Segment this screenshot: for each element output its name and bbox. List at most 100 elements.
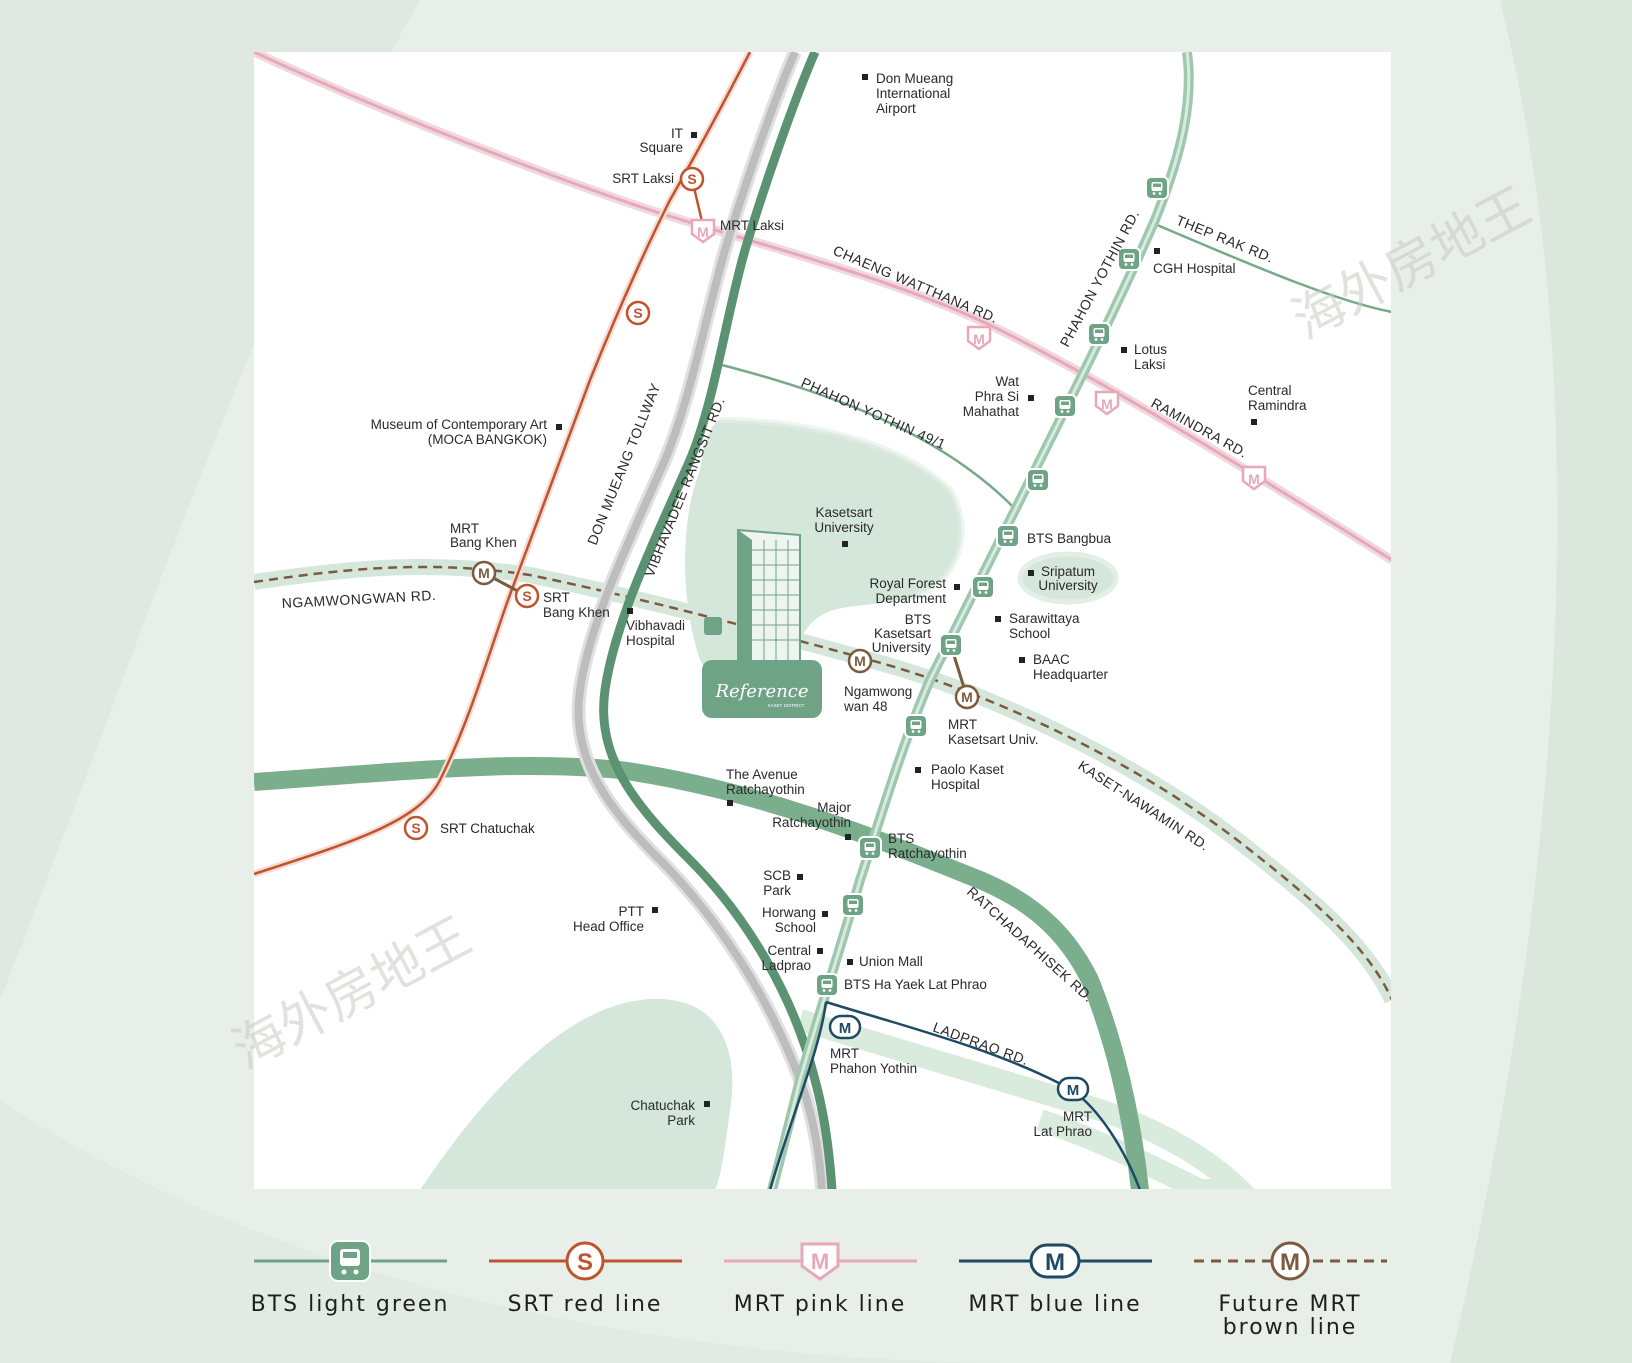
place-label: CGH Hospital xyxy=(1153,261,1236,276)
background-leaf xyxy=(0,1100,1000,1363)
place-label: MRT Laksi xyxy=(720,218,784,233)
svg-text:M: M xyxy=(811,1249,829,1274)
srt-station-icon[interactable]: S xyxy=(514,583,540,609)
svg-text:M: M xyxy=(1248,471,1260,487)
legend-label: SRT red line xyxy=(508,1292,663,1317)
srt-station-icon[interactable]: S xyxy=(679,166,705,192)
svg-text:M: M xyxy=(1101,396,1113,412)
legend-item-srt: S SRT red line xyxy=(489,1241,682,1317)
bts-light-green-line xyxy=(770,52,1191,1189)
svg-text:M: M xyxy=(1280,1249,1300,1276)
legend: BTS light green S SRT red line M MRT pin… xyxy=(251,1240,1387,1340)
bts-station-icon[interactable] xyxy=(858,836,882,860)
srt-icon xyxy=(565,1241,605,1281)
svg-text:M: M xyxy=(961,689,973,705)
mrt-brown-station-icon[interactable]: M xyxy=(847,648,873,674)
place-label: Museum of Contemporary Art(MOCA BANGKOK) xyxy=(371,417,548,447)
legend-label: MRT blue line xyxy=(968,1292,1141,1317)
mrt-pink-station-icon[interactable]: M xyxy=(1094,390,1120,416)
srt-red-line xyxy=(254,52,752,876)
mrt-blue-line-south xyxy=(768,1001,828,1189)
svg-text:M: M xyxy=(478,565,490,581)
mrt-brown-station-icon[interactable]: M xyxy=(471,560,497,586)
svg-text:S: S xyxy=(411,820,420,836)
bts-station-icon[interactable] xyxy=(996,524,1020,548)
svg-text:S: S xyxy=(633,305,642,321)
mrt-brown-station-icon[interactable]: M xyxy=(954,684,980,710)
sripatum-park xyxy=(1017,551,1119,605)
mrt-pink-station-icon[interactable]: M xyxy=(690,218,716,244)
svg-text:M: M xyxy=(697,224,709,240)
place-label: BTS Ha Yaek Lat Phrao xyxy=(844,977,987,992)
place-label: Union Mall xyxy=(859,954,923,969)
mrt-pink-line xyxy=(254,52,1391,562)
background-leaf xyxy=(1450,0,1632,1363)
mrt-blue-station-icon[interactable]: M xyxy=(1056,1076,1090,1102)
mrt-blue-icon xyxy=(1029,1243,1081,1279)
mrt-blue-line xyxy=(825,1000,1141,1189)
svg-text:S: S xyxy=(687,171,696,187)
bts-station-icon[interactable] xyxy=(815,973,839,997)
svg-text:M: M xyxy=(973,331,985,347)
vibhavadee-road xyxy=(599,52,837,1189)
bts-station-icon[interactable] xyxy=(939,633,963,657)
bts-station-icon[interactable] xyxy=(1026,468,1050,492)
ratchadaphisek-road xyxy=(254,756,1149,1189)
svg-text:S: S xyxy=(577,1249,593,1276)
bts-station-icon[interactable] xyxy=(971,575,995,599)
phahon-yothin-49-road xyxy=(717,362,1019,513)
bts-station-icon[interactable] xyxy=(1053,394,1077,418)
mrt-pink-station-icon[interactable]: M xyxy=(966,325,992,351)
bts-station-icon[interactable] xyxy=(1087,322,1111,346)
reference-project-building: Reference KASET DISTRICT xyxy=(702,528,822,718)
srt-station-icon[interactable]: S xyxy=(625,300,651,326)
legend-item-mrt-blue: M MRT blue line xyxy=(959,1243,1152,1317)
project-logo: Reference xyxy=(714,681,808,702)
svg-text:M: M xyxy=(1067,1082,1080,1099)
bts-station-icon[interactable] xyxy=(841,893,865,917)
legend-label: MRT pink line xyxy=(734,1292,907,1317)
bts-station-icon[interactable] xyxy=(904,714,928,738)
place-label: BTS Bangbua xyxy=(1027,531,1112,546)
legend-item-bts: BTS light green xyxy=(251,1240,450,1317)
srt-station-icon[interactable]: S xyxy=(403,815,429,841)
mrt-pink-icon xyxy=(800,1242,840,1281)
mrt-pink-station-icon[interactable]: M xyxy=(1241,465,1267,491)
legend-item-mrt-pink: M MRT pink line xyxy=(724,1242,917,1317)
mrt-blue-station-icon[interactable]: M xyxy=(828,1014,862,1040)
bts-station-icon[interactable] xyxy=(1145,176,1169,200)
mrt-brown-line xyxy=(254,565,1391,1001)
place-label: SRT Laksi xyxy=(612,171,674,186)
svg-text:M: M xyxy=(1045,1249,1065,1276)
legend-label: BTS light green xyxy=(251,1292,450,1317)
mrt-brown-icon xyxy=(1270,1241,1310,1281)
